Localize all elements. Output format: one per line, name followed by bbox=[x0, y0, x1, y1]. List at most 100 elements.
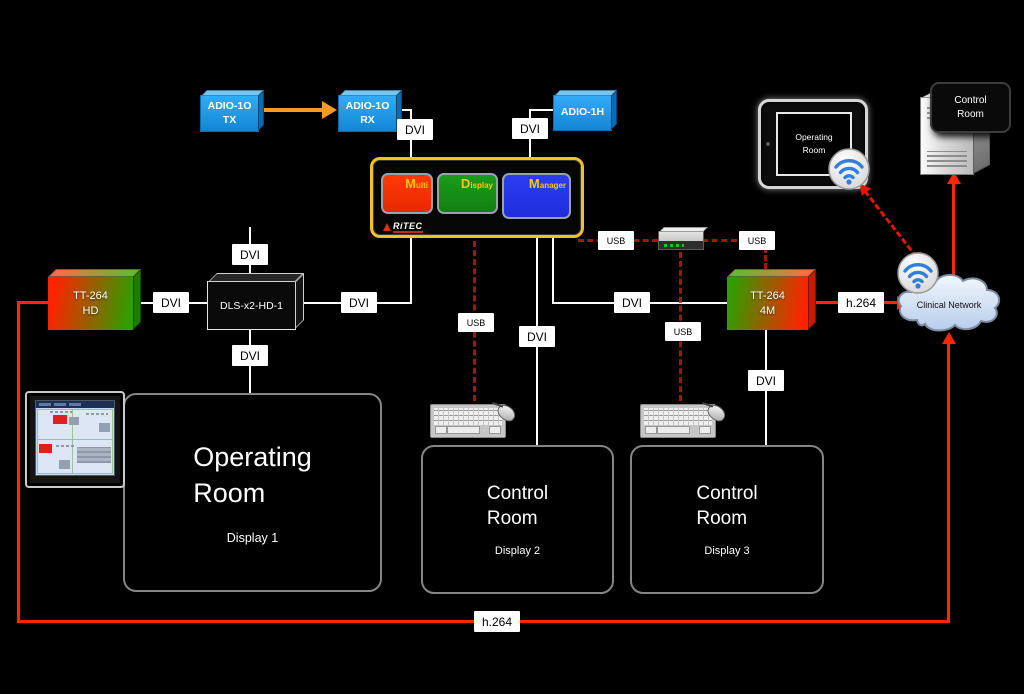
software-red-block bbox=[53, 415, 67, 424]
keyboard-icon bbox=[640, 404, 716, 438]
box-side-face bbox=[808, 269, 816, 330]
server-label-control-room: Control Room bbox=[930, 82, 1011, 133]
box-top-face bbox=[201, 90, 264, 96]
software-buttons-row bbox=[86, 413, 108, 415]
usb-line-hub-4m-v bbox=[764, 239, 767, 277]
device-label: ADIO-1O bbox=[207, 100, 252, 113]
display-subtitle: Display 3 bbox=[704, 545, 750, 558]
usb-hub-icon bbox=[658, 227, 708, 250]
device-tt264-hd: TT-264 HD bbox=[48, 269, 141, 330]
cloud-label: Clinical Network bbox=[916, 300, 982, 310]
keyboard-keys bbox=[434, 408, 502, 425]
link-label-h264: h.264 bbox=[838, 292, 884, 313]
device-label: DLS-x2-HD-1 bbox=[219, 299, 283, 312]
display-title: Control Room bbox=[696, 482, 758, 529]
ritec-logo-icon bbox=[383, 223, 391, 232]
display-title: Control Room bbox=[486, 482, 549, 529]
software-red-block bbox=[39, 444, 52, 453]
mdm-display-panel: Display bbox=[437, 173, 498, 214]
link-label-dvi: DVI bbox=[519, 326, 555, 347]
mdm-multi-label: Multi bbox=[405, 176, 428, 191]
tablet-screen-text: Room bbox=[802, 145, 826, 155]
arrowhead-to-server bbox=[947, 172, 961, 184]
mdm-manager-label: Manager bbox=[528, 176, 566, 191]
software-info-panel bbox=[77, 447, 111, 463]
device-label: ADIO-1H bbox=[560, 106, 605, 119]
link-label-dvi: DVI bbox=[341, 292, 377, 313]
h264-line-right-v bbox=[947, 344, 950, 623]
control-software-screen bbox=[35, 400, 115, 476]
software-gray-block bbox=[69, 417, 79, 425]
box-side-face bbox=[295, 273, 304, 329]
box-top-face bbox=[554, 90, 617, 96]
link-label-usb: USB bbox=[739, 231, 775, 250]
wireless-link-tablet-cloud bbox=[854, 179, 928, 268]
link-label-dvi: DVI bbox=[153, 292, 189, 313]
device-label: ADIO-1O bbox=[345, 100, 390, 113]
keyboard-keys bbox=[644, 408, 712, 425]
wifi-icon bbox=[828, 148, 870, 190]
device-label: RX bbox=[360, 113, 375, 126]
display3-control-room: Control Room Display 3 bbox=[630, 445, 824, 594]
h264-line-left-v bbox=[17, 301, 20, 623]
orange-arrowhead-rx bbox=[322, 101, 337, 119]
mdm-manager-panel: Manager bbox=[502, 173, 571, 219]
display1-operating-room: Operating Room Display 1 bbox=[123, 393, 382, 592]
dvi-line-mdm-4m-v bbox=[552, 232, 554, 304]
hub-led-lights bbox=[664, 244, 684, 247]
device-dls-x2-hd-1: DLS-x2-HD-1 bbox=[207, 273, 304, 330]
software-quadrant bbox=[37, 409, 75, 442]
keyboard-icon bbox=[430, 404, 506, 438]
link-label-dvi: DVI bbox=[232, 244, 268, 265]
display-subtitle: Display 2 bbox=[494, 545, 541, 558]
orange-link-tx-rx bbox=[258, 108, 324, 112]
box-top-face bbox=[208, 273, 304, 282]
box-side-face bbox=[133, 269, 141, 330]
link-label-dvi: DVI bbox=[232, 345, 268, 366]
network-line-server-cloud bbox=[952, 182, 955, 290]
usb-line-hub-4m-h bbox=[702, 239, 766, 242]
ritec-logo-text: RiTEC bbox=[393, 221, 423, 233]
server-vents bbox=[927, 151, 967, 167]
software-buttons-row bbox=[50, 411, 72, 413]
box-top-face bbox=[339, 90, 402, 96]
link-label-usb: USB bbox=[458, 313, 494, 332]
link-label-dvi: DVI bbox=[614, 292, 650, 313]
link-label-usb: USB bbox=[598, 231, 634, 250]
device-label: TT-264 bbox=[73, 289, 108, 302]
h264-line-hd-left bbox=[17, 301, 48, 304]
device-label: TT-264 bbox=[750, 289, 785, 302]
device-label: HD bbox=[82, 304, 99, 317]
hub-top-face bbox=[659, 227, 708, 232]
device-multi-display-manager: Multi Display Manager RiTEC bbox=[370, 157, 584, 238]
control-software-monitor bbox=[25, 391, 125, 488]
link-label-dvi: DVI bbox=[748, 370, 784, 391]
software-toolbar bbox=[36, 401, 114, 408]
tablet-screen-text: Operating bbox=[795, 132, 833, 143]
dvi-line-dls-mdm-v bbox=[410, 232, 412, 304]
ritec-logo: RiTEC bbox=[383, 221, 423, 233]
h264-arrowhead-cloud-bottom bbox=[942, 332, 956, 344]
link-label-usb: USB bbox=[665, 322, 701, 341]
display2-control-room: Control Room Display 2 bbox=[421, 445, 614, 594]
mdm-display-label: Display bbox=[460, 176, 493, 191]
software-gray-block bbox=[99, 423, 110, 432]
device-adio-1h: ADIO-1H bbox=[553, 90, 617, 131]
device-adio-1o-tx: ADIO-1O TX bbox=[200, 90, 264, 132]
device-adio-1o-rx: ADIO-1O RX bbox=[338, 90, 402, 132]
box-top-face bbox=[727, 269, 816, 277]
box-side-face bbox=[611, 90, 617, 130]
link-label-h264: h.264 bbox=[474, 611, 520, 632]
software-gray-block bbox=[59, 460, 70, 469]
link-label-dvi: DVI bbox=[397, 119, 433, 140]
device-label: TX bbox=[222, 113, 237, 126]
link-label-dvi: DVI bbox=[512, 118, 548, 139]
box-side-face bbox=[258, 90, 264, 131]
device-tt264-4m: TT-264 4M bbox=[727, 269, 816, 330]
box-top-face bbox=[48, 269, 141, 277]
software-buttons-row bbox=[56, 445, 74, 447]
dvi-line-1h-mdm bbox=[529, 109, 555, 111]
display-title: Operating Room bbox=[193, 442, 312, 508]
dvi-line-rx-mdm bbox=[396, 109, 412, 111]
